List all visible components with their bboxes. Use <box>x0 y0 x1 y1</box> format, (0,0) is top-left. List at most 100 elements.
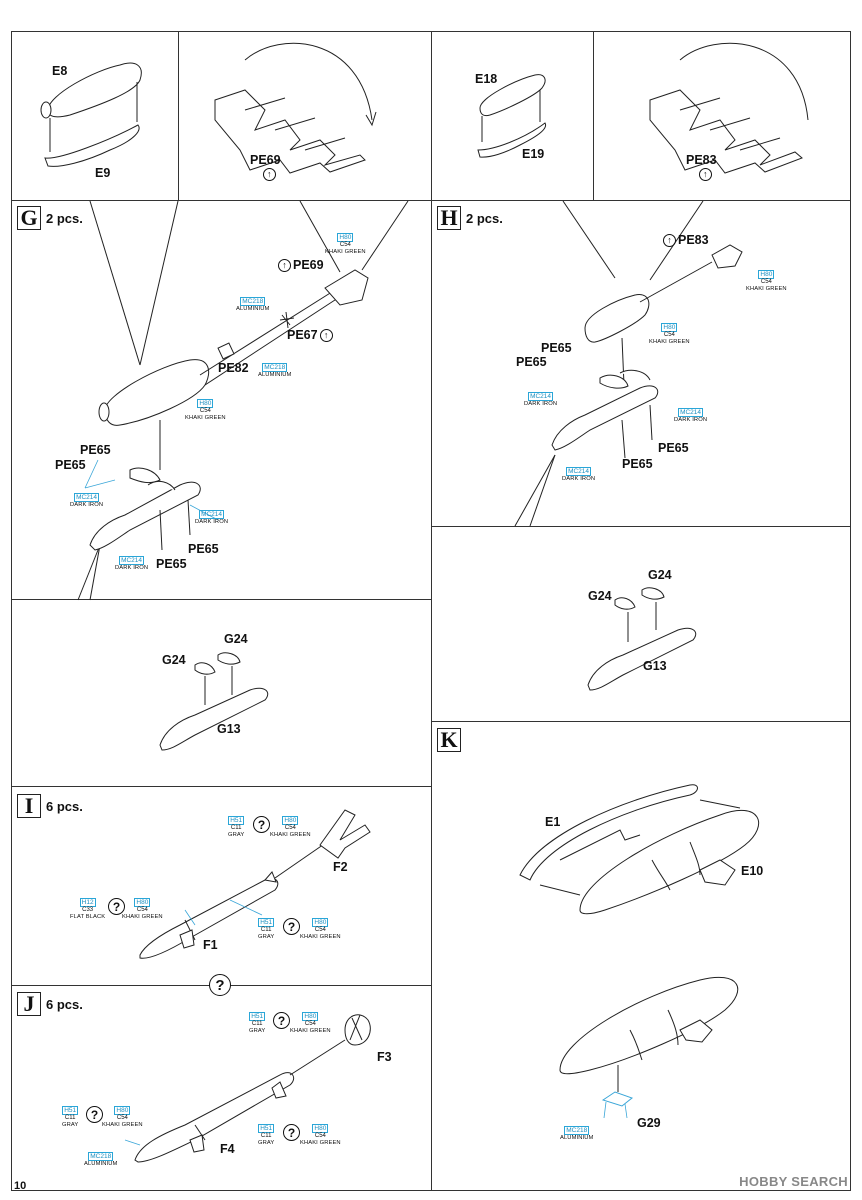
step-k-letter: K <box>437 728 461 752</box>
code: H80 <box>312 1124 329 1133</box>
name: FLAT BLACK <box>70 914 106 920</box>
code: MC214 <box>678 408 704 417</box>
question-icon: ? <box>209 974 231 996</box>
name: KHAKI GREEN <box>300 934 341 940</box>
code: H51 <box>258 918 275 927</box>
code: H80 <box>134 898 151 907</box>
question-icon: ? <box>283 918 300 935</box>
code: H80 <box>661 323 678 332</box>
label-g-pe65c: PE65 <box>188 542 219 556</box>
label-e18: E18 <box>475 72 498 86</box>
label-i-f2: F2 <box>333 860 348 874</box>
label-h-pe83: ↑PE83 <box>663 233 709 248</box>
arrow-icon: ↑ <box>319 329 333 343</box>
arrow-icon: ↑ <box>262 168 276 182</box>
sub: C11 <box>260 927 272 933</box>
g-pe67-text: PE67 <box>287 328 318 342</box>
pe83-top-text: PE83 <box>686 153 717 167</box>
sub: C11 <box>260 1133 272 1139</box>
name: KHAKI GREEN <box>300 1140 341 1146</box>
question-icon: ? <box>273 1012 290 1029</box>
name: GRAY <box>249 1028 266 1034</box>
code: H51 <box>249 1012 266 1021</box>
name: DARK IRON <box>524 401 558 407</box>
sub: C33 <box>82 907 94 913</box>
label-h-pe65c: PE65 <box>658 441 689 455</box>
k-e10-drawing <box>539 799 760 915</box>
pe69-top-text: PE69 <box>250 153 281 167</box>
h-pe83-text: PE83 <box>678 233 709 247</box>
label-j-f4: F4 <box>220 1142 235 1156</box>
arrow-icon: ↑ <box>663 234 676 248</box>
label-g-g24a: G24 <box>162 653 186 667</box>
label-g-pe65d: PE65 <box>156 557 187 571</box>
sub: C11 <box>230 825 242 831</box>
code: MC214 <box>74 493 100 502</box>
name: KHAKI GREEN <box>290 1028 331 1034</box>
code: H80 <box>312 918 329 927</box>
code: H80 <box>282 816 299 825</box>
sub: C11 <box>251 1021 263 1027</box>
label-k-e1: E1 <box>545 815 561 829</box>
step-h-letter: H <box>437 206 461 230</box>
name: ALUMINIUM <box>236 306 270 312</box>
name: KHAKI GREEN <box>325 249 366 255</box>
name: ALUMINIUM <box>560 1135 594 1141</box>
step-h-qty: 2 pcs. <box>466 211 503 226</box>
sub: C54 <box>284 825 296 831</box>
label-e19: E19 <box>522 147 545 161</box>
step-i-letter: I <box>17 794 41 818</box>
part-e9-drawing <box>44 124 140 167</box>
label-g-pe82: PE82 <box>218 361 249 375</box>
code: H80 <box>337 233 354 242</box>
page-number: 10 <box>14 1180 27 1192</box>
i-rocket-drawing <box>139 809 371 959</box>
label-e8: E8 <box>52 64 68 78</box>
watermark: HOBBY SEARCH <box>739 1174 848 1189</box>
label-h-pe65a: PE65 <box>541 341 572 355</box>
code: H51 <box>228 816 245 825</box>
arrow-icon: ↑ <box>698 168 712 182</box>
arrow-icon: ↑ <box>278 259 291 273</box>
sub: C54 <box>314 927 326 933</box>
label-h-g24a: G24 <box>588 589 612 603</box>
question-icon: ? <box>108 898 125 915</box>
name: DARK IRON <box>70 502 104 508</box>
code: MC218 <box>88 1152 114 1161</box>
pe83-fold-drawing <box>649 42 809 174</box>
sub: C54 <box>304 1021 316 1027</box>
label-g-pe65a: PE65 <box>80 443 111 457</box>
label-g-g24b: G24 <box>224 632 248 646</box>
label-pe69-top: PE69 ↑ <box>250 153 281 182</box>
label-j-f3: F3 <box>377 1050 392 1064</box>
g-pylon-drawing <box>84 459 219 551</box>
sub: C54 <box>663 332 675 338</box>
label-k-g29: G29 <box>637 1116 661 1130</box>
name: DARK IRON <box>674 417 708 423</box>
pe69-fold-drawing <box>214 42 377 174</box>
step-i-qty: 6 pcs. <box>46 799 83 814</box>
label-k-e10: E10 <box>741 864 764 878</box>
code: MC214 <box>199 510 225 519</box>
code: MC214 <box>566 467 592 476</box>
h-sub-drawing <box>587 587 697 691</box>
label-h-g13: G13 <box>643 659 667 673</box>
part-e8-drawing <box>40 62 142 152</box>
label-h-pe65b: PE65 <box>516 355 547 369</box>
name: KHAKI GREEN <box>270 832 311 838</box>
